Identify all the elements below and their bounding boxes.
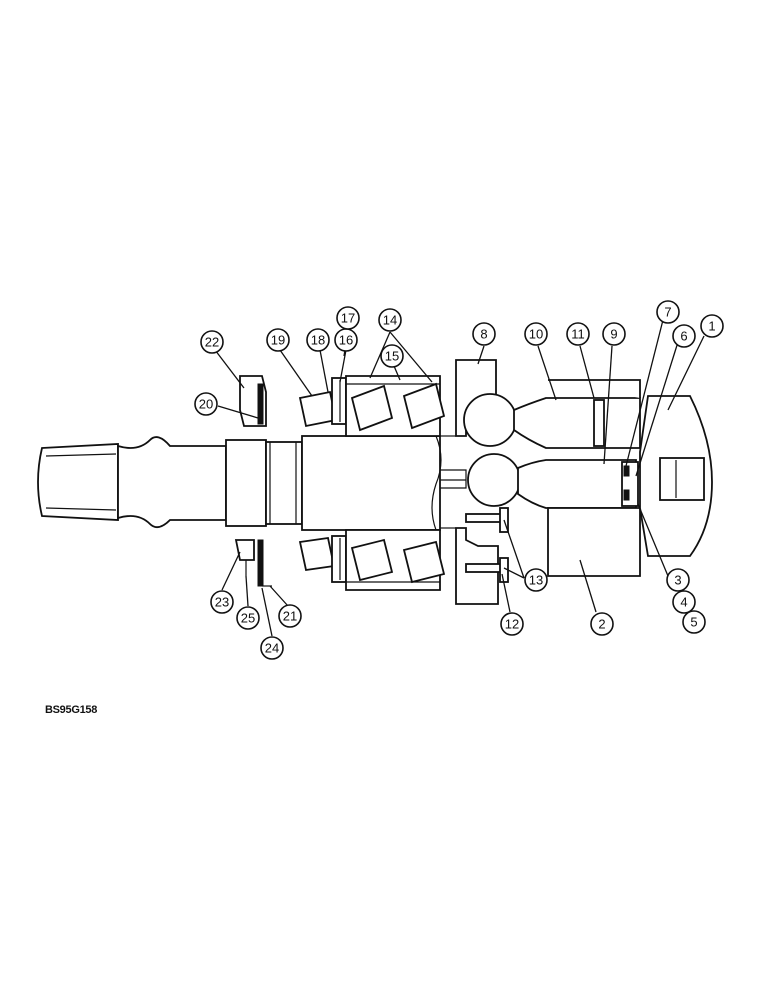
svg-text:19: 19	[271, 333, 285, 348]
leader-lines	[211, 315, 705, 637]
svg-text:22: 22	[205, 335, 219, 350]
callout-8: 8	[472, 322, 496, 346]
svg-text:7: 7	[664, 305, 671, 320]
callout-18: 18	[306, 328, 330, 352]
svg-text:6: 6	[680, 329, 687, 344]
svg-text:4: 4	[680, 595, 687, 610]
svg-text:24: 24	[265, 641, 279, 656]
callout-3: 3	[666, 568, 690, 592]
svg-text:14: 14	[383, 313, 397, 328]
end-cover	[639, 395, 713, 557]
figure-code: BS95G158	[45, 704, 98, 716]
callout-16: 16	[334, 328, 358, 352]
callout-13: 13	[524, 568, 548, 592]
callout-25: 25	[236, 606, 260, 630]
bearing-assembly-upper	[298, 375, 446, 437]
svg-text:3: 3	[674, 573, 681, 588]
callout-24: 24	[260, 636, 284, 660]
callout-9: 9	[602, 322, 626, 346]
svg-text:16: 16	[339, 333, 353, 348]
callout-23: 23	[210, 590, 234, 614]
callout-19: 19	[266, 328, 290, 352]
svg-text:10: 10	[529, 327, 543, 342]
piston-lower	[440, 453, 639, 509]
cylinder-block	[547, 379, 641, 577]
callout-20: 20	[194, 392, 218, 416]
svg-text:23: 23	[215, 595, 229, 610]
callout-15: 15	[380, 344, 404, 368]
callout-2: 2	[590, 612, 614, 636]
callout-1: 1	[700, 314, 724, 338]
seal-parts	[234, 375, 272, 587]
svg-text:25: 25	[241, 611, 255, 626]
callout-6: 6	[672, 324, 696, 348]
svg-text:5: 5	[690, 615, 697, 630]
callout-5: 5	[682, 610, 706, 634]
callout-17: 17	[336, 306, 360, 330]
callout-4: 4	[672, 590, 696, 614]
piston-upper	[463, 393, 641, 449]
callout-11: 11	[566, 322, 590, 346]
callout-21: 21	[278, 604, 302, 628]
svg-text:2: 2	[598, 617, 605, 632]
svg-text:1: 1	[708, 319, 715, 334]
svg-text:13: 13	[529, 573, 543, 588]
callout-7: 7	[656, 300, 680, 324]
callout-14: 14	[378, 308, 402, 332]
callout-22: 22	[200, 330, 224, 354]
svg-text:15: 15	[385, 349, 399, 364]
svg-text:17: 17	[341, 311, 355, 326]
svg-text:8: 8	[480, 327, 487, 342]
svg-text:20: 20	[199, 397, 213, 412]
callout-12: 12	[500, 612, 524, 636]
callout-10: 10	[524, 322, 548, 346]
svg-text:9: 9	[610, 327, 617, 342]
drive-shaft	[37, 435, 442, 531]
svg-text:21: 21	[283, 609, 297, 624]
svg-text:12: 12	[505, 617, 519, 632]
svg-text:11: 11	[571, 327, 585, 342]
bearing-assembly-lower	[298, 529, 446, 591]
svg-text:18: 18	[311, 333, 325, 348]
